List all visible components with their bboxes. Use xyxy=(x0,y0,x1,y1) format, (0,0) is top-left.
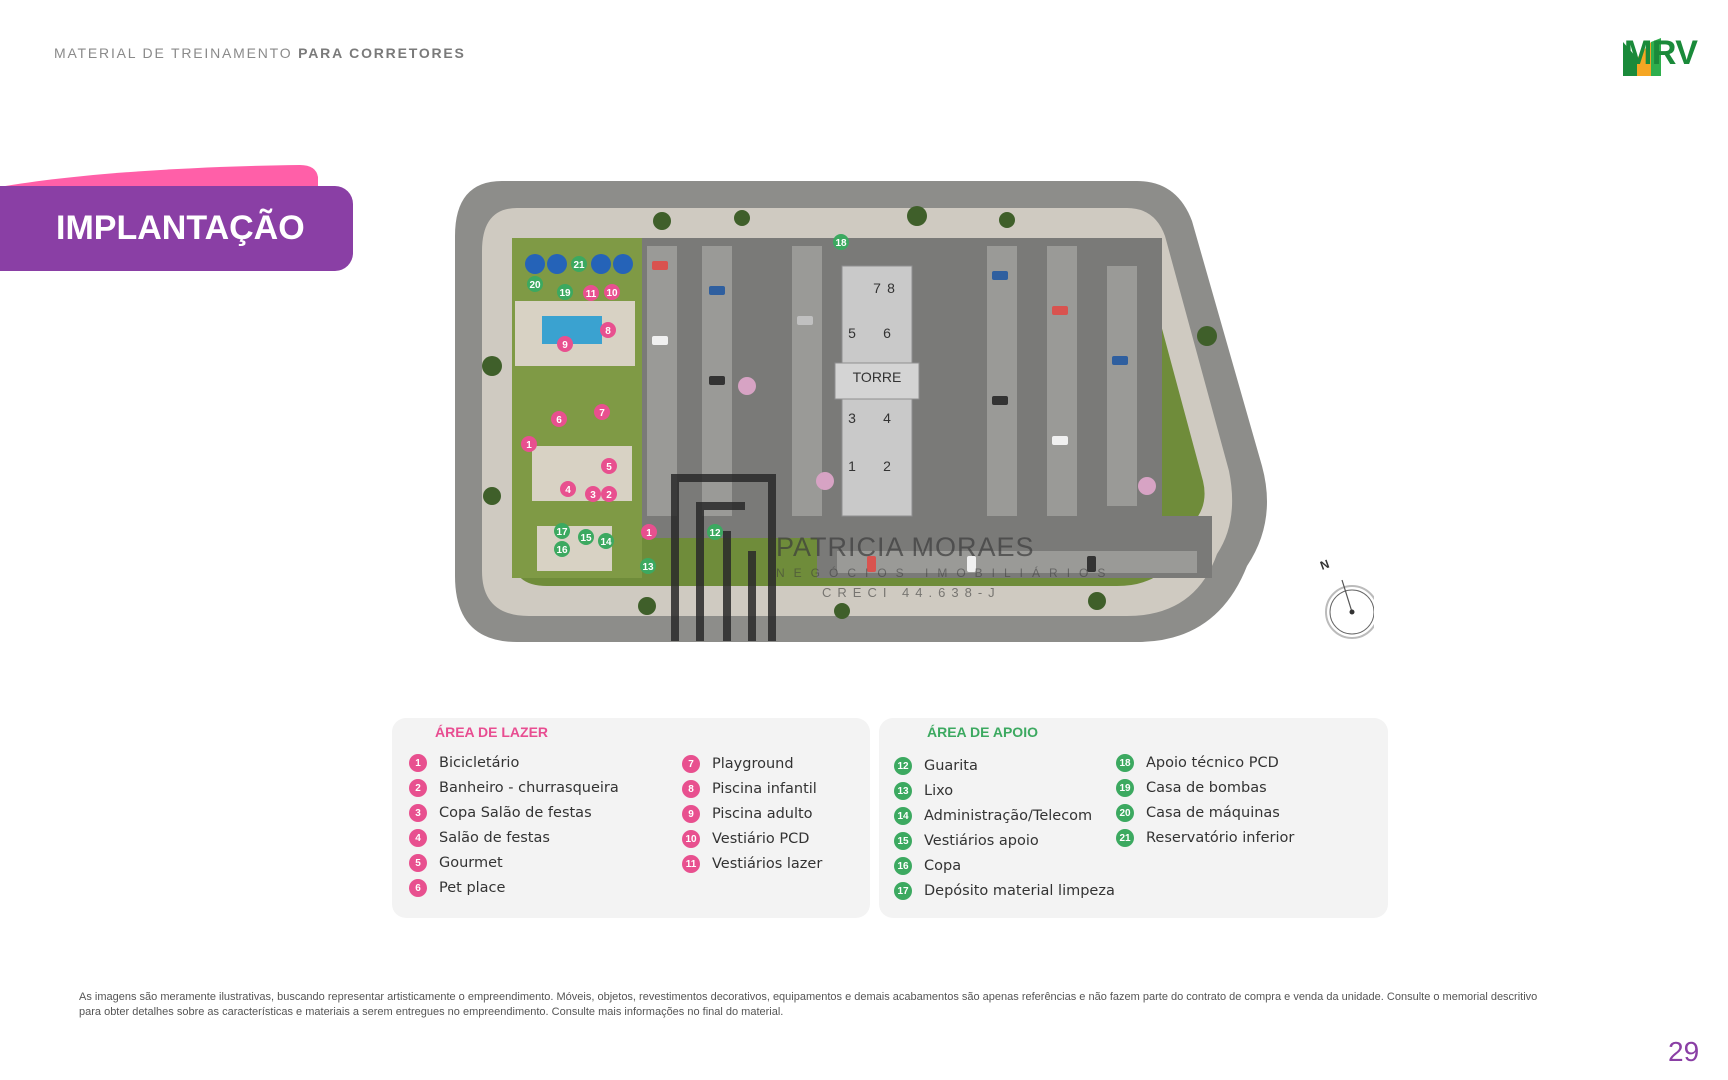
header-label: MATERIAL DE TREINAMENTO PARA CORRETORES xyxy=(54,45,466,61)
disclaimer-text: As imagens são meramente ilustrativas, b… xyxy=(79,991,1538,1018)
svg-text:1: 1 xyxy=(646,528,652,539)
legend-badge: 13 xyxy=(894,782,912,800)
svg-text:1: 1 xyxy=(526,440,532,451)
compass-north-icon: N xyxy=(1318,557,1374,639)
header-label-bold: PARA CORRETORES xyxy=(298,45,466,61)
watermark-creci: CRECI 44.638-J xyxy=(822,585,1001,600)
legend-badge: 20 xyxy=(1116,804,1134,822)
svg-text:13: 13 xyxy=(642,562,654,573)
legend-badge: 5 xyxy=(409,854,427,872)
legend-badge: 18 xyxy=(1116,754,1134,772)
tower-label: TORRE xyxy=(853,369,902,385)
mrv-logo-icon xyxy=(1623,38,1661,76)
compass-letter: N xyxy=(1318,557,1331,573)
tower-block-label: 5 xyxy=(848,325,856,341)
svg-text:3: 3 xyxy=(590,490,596,501)
legend-badge: 2 xyxy=(409,779,427,797)
svg-text:4: 4 xyxy=(565,485,571,496)
legend-badge: 10 xyxy=(682,830,700,848)
legend-badge: 19 xyxy=(1116,779,1134,797)
legend-badge: 14 xyxy=(894,807,912,825)
tower-block-label: 3 xyxy=(848,410,856,426)
svg-text:19: 19 xyxy=(559,288,571,299)
legend-badge: 8 xyxy=(682,780,700,798)
page-number: 29 xyxy=(1668,1036,1700,1067)
tower-block-label: 8 xyxy=(887,280,895,296)
svg-text:14: 14 xyxy=(600,537,612,548)
legend-badge: 6 xyxy=(409,879,427,897)
svg-text:8: 8 xyxy=(605,326,611,337)
legend-badge: 17 xyxy=(894,882,912,900)
svg-text:5: 5 xyxy=(606,462,612,473)
legend-badge: 15 xyxy=(894,832,912,850)
svg-text:7: 7 xyxy=(599,408,605,419)
svg-text:6: 6 xyxy=(556,415,562,426)
legend-badge: 4 xyxy=(409,829,427,847)
section-title-tab: IMPLANTAÇÃO xyxy=(0,186,353,271)
svg-text:2: 2 xyxy=(606,490,612,501)
tower-block-label: 7 xyxy=(873,280,881,296)
tower-block-label: 1 xyxy=(848,458,856,474)
legend-badge: 12 xyxy=(894,757,912,775)
svg-text:9: 9 xyxy=(562,340,568,351)
svg-text:11: 11 xyxy=(586,289,597,300)
legend-lazer-title: ÁREA DE LAZER xyxy=(435,724,549,740)
svg-text:21: 21 xyxy=(573,260,585,271)
watermark-name: PATRICIA MORAES xyxy=(776,532,1035,562)
legend-badge: 9 xyxy=(682,805,700,823)
svg-text:20: 20 xyxy=(529,280,541,291)
legend-badge: 16 xyxy=(894,857,912,875)
tower-block-label: 4 xyxy=(883,410,891,426)
section-title: IMPLANTAÇÃO xyxy=(56,209,305,247)
svg-text:10: 10 xyxy=(606,288,618,299)
legend-badge: 21 xyxy=(1116,829,1134,847)
svg-text:12: 12 xyxy=(709,528,721,539)
legend-badge: 3 xyxy=(409,804,427,822)
tower-block-label: 2 xyxy=(883,458,891,474)
tower-block-label: 6 xyxy=(883,325,891,341)
svg-text:17: 17 xyxy=(556,527,568,538)
logo-text: MRV xyxy=(1624,34,1698,72)
legend-badge: 1 xyxy=(409,754,427,772)
svg-text:16: 16 xyxy=(556,545,568,556)
watermark-subtitle: NEGÓCIOS IMOBILIÁRIOS xyxy=(776,566,1115,580)
site-plan-map: 7 8 5 6 TORRE 3 4 1 2 1 6 7 9 8 5 4 3 2 … xyxy=(455,181,1267,642)
svg-text:18: 18 xyxy=(835,238,847,249)
legend-badge: 7 xyxy=(682,755,700,773)
legend-apoio-title: ÁREA DE APOIO xyxy=(927,724,1038,740)
svg-text:15: 15 xyxy=(580,533,592,544)
legend-badge: 11 xyxy=(682,855,700,873)
